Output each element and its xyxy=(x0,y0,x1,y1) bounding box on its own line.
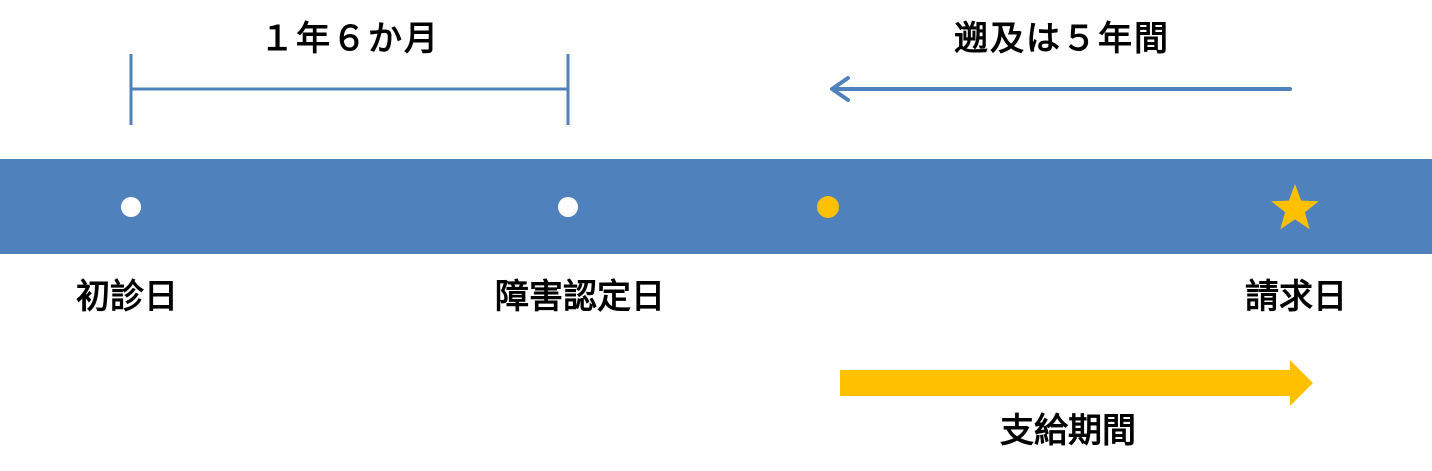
certification-date-label: 障害認定日 xyxy=(495,277,665,317)
arrow-right-icon xyxy=(840,360,1313,406)
circle-icon xyxy=(817,196,839,218)
payment-period-label: 支給期間 xyxy=(1000,411,1136,451)
claim-date-label: 請求日 xyxy=(1245,277,1347,317)
interval-bracket xyxy=(129,54,570,125)
circle-icon xyxy=(558,197,578,217)
star-icon xyxy=(1271,184,1319,230)
timeline-band xyxy=(0,159,1432,254)
arrow-left-icon xyxy=(830,76,1292,102)
retroactive-label: 遡及は５年間 xyxy=(954,19,1170,59)
first-visit-label: 初診日 xyxy=(76,277,178,317)
circle-icon xyxy=(121,197,141,217)
interval-label: １年６か月 xyxy=(260,19,440,59)
retro-arrow-head xyxy=(830,76,850,102)
